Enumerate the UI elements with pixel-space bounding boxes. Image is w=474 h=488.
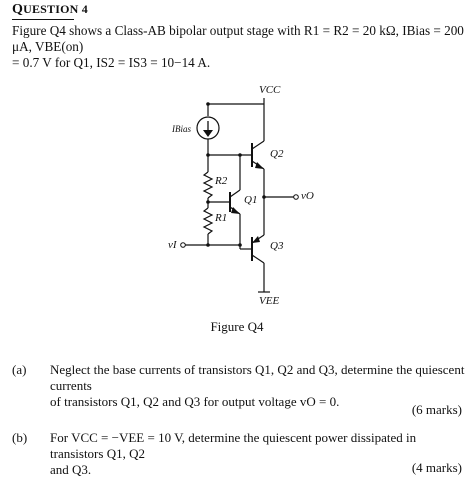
vo-terminal bbox=[293, 194, 299, 200]
intro-line-2: = 0.7 V for Q1, IS2 = IS3 = 10−14 A. bbox=[12, 55, 211, 70]
q2-collector-lead bbox=[251, 140, 265, 150]
junction-dot bbox=[206, 153, 210, 157]
part-b-marks: (4 marks) bbox=[411, 460, 462, 475]
q2-emitter-arrow bbox=[255, 162, 264, 169]
junction-dot bbox=[206, 243, 210, 247]
part-a-line-2: of transistors Q1, Q2 and Q3 for output … bbox=[50, 394, 340, 409]
q3-emitter-arrow bbox=[252, 236, 260, 243]
label-vi: vI bbox=[168, 239, 177, 251]
intro-line-1: Figure Q4 shows a Class-AB bipolar outpu… bbox=[12, 23, 464, 54]
junction-dot bbox=[262, 195, 266, 199]
part-a-label: (a) bbox=[12, 362, 27, 377]
part-a-marks: (6 marks) bbox=[411, 402, 462, 417]
ibias-arrow-head bbox=[203, 130, 213, 137]
figure-caption: Figure Q4 bbox=[210, 319, 264, 334]
label-r2: R2 bbox=[215, 175, 228, 187]
vi-terminal bbox=[180, 242, 186, 248]
part-b-line-1: For VCC = −VEE = 10 V, determine the qui… bbox=[50, 430, 417, 461]
junction-dot bbox=[206, 102, 210, 106]
r1-resistor bbox=[202, 207, 214, 235]
title-underline bbox=[12, 19, 74, 20]
part-a-line-1: Neglect the base currents of transistors… bbox=[50, 362, 465, 393]
part-b-label: (b) bbox=[12, 430, 28, 445]
q3-collector-lead bbox=[251, 254, 265, 264]
question-intro: Figure Q4 shows a Class-AB bipolar outpu… bbox=[12, 23, 470, 71]
q1-collector-lead bbox=[229, 189, 241, 198]
label-r1: R1 bbox=[215, 212, 228, 224]
part-a-text: Neglect the base currents of transistors… bbox=[50, 362, 470, 410]
junction-dot bbox=[238, 153, 242, 157]
label-vee: VEE bbox=[259, 295, 280, 307]
junction-dot bbox=[238, 243, 242, 247]
label-q3: Q3 bbox=[270, 240, 284, 252]
part-b-line-2: and Q3. bbox=[50, 462, 92, 477]
label-ibias: IBias bbox=[172, 124, 191, 134]
label-q1: Q1 bbox=[244, 194, 258, 206]
label-vcc: VCC bbox=[259, 84, 281, 96]
junction-dot bbox=[206, 200, 210, 204]
label-q2: Q2 bbox=[270, 148, 284, 160]
label-vo: vO bbox=[301, 190, 314, 202]
question-title: QUESTION 4 bbox=[12, 2, 88, 17]
part-b-text: For VCC = −VEE = 10 V, determine the qui… bbox=[50, 430, 470, 478]
q1-emitter-arrow bbox=[231, 207, 240, 214]
r2-resistor bbox=[202, 171, 214, 199]
